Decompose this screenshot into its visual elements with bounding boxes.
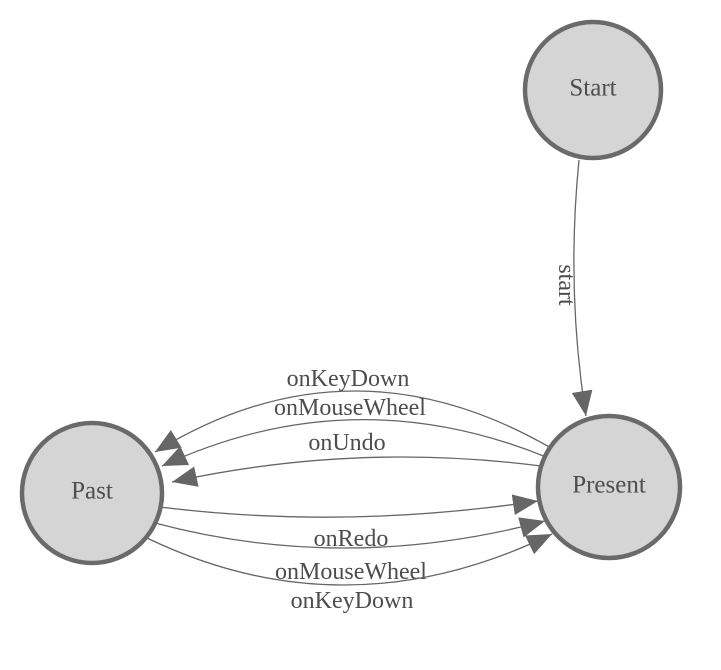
node-present-circle[interactable] bbox=[535, 413, 683, 561]
node-past[interactable]: Past bbox=[19, 420, 165, 566]
transition-present-past-onMouseWheel: onMouseWheel bbox=[161, 395, 547, 467]
node-start-circle[interactable] bbox=[522, 19, 664, 161]
transition-path-past-present-onRedo bbox=[159, 494, 539, 518]
transition-start: start bbox=[553, 159, 593, 417]
transition-path-past-present-onMouseWheel bbox=[154, 517, 546, 549]
transition-present-past-onUndo: onUndo bbox=[171, 430, 542, 487]
transition-label-past-present-onKeyDown: onKeyDown bbox=[291, 588, 414, 614]
transition-label-present-past-onMouseWheel: onMouseWheel bbox=[274, 395, 426, 421]
transition-label-present-past-onKeyDown: onKeyDown bbox=[287, 366, 410, 392]
transition-path-start bbox=[571, 159, 593, 417]
node-past-circle[interactable] bbox=[19, 420, 165, 566]
transition-label-start: start bbox=[553, 264, 579, 306]
transition-path-present-past-onKeyDown bbox=[154, 390, 552, 453]
transition-path-present-past-onUndo bbox=[171, 456, 542, 487]
transition-past-present-onRedo: onRedo bbox=[159, 494, 539, 552]
transition-path-present-past-onMouseWheel bbox=[161, 418, 547, 467]
transition-path-past-present-onKeyDown bbox=[146, 533, 553, 586]
transition-past-present-onKeyDown: onKeyDown bbox=[146, 533, 553, 614]
node-start[interactable]: Start bbox=[522, 19, 664, 161]
node-start-label: Start bbox=[569, 75, 616, 102]
node-present[interactable]: Present bbox=[535, 413, 683, 561]
node-present-label: Present bbox=[572, 472, 646, 499]
transition-label-present-past-onUndo: onUndo bbox=[308, 430, 385, 456]
node-past-label: Past bbox=[71, 478, 113, 505]
transition-present-past-onKeyDown: onKeyDown bbox=[154, 366, 552, 453]
